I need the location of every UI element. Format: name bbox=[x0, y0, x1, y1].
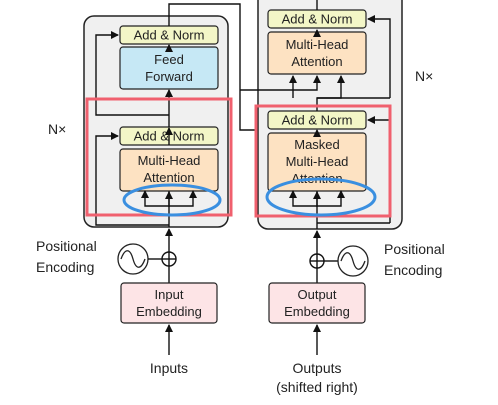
feed-forward-label-line1: Feed bbox=[154, 52, 184, 67]
outputs-label-line1: Outputs bbox=[292, 360, 341, 376]
decoder-add-norm-bottom-label: Add & Norm bbox=[282, 113, 353, 128]
decoder-repeat-label: N× bbox=[415, 68, 433, 84]
input-embedding-label-line2: Embedding bbox=[136, 304, 202, 319]
decoder-cross-attention-label-line1: Multi-Head bbox=[286, 37, 349, 52]
output-embedding-label-line1: Output bbox=[297, 287, 336, 302]
encoder-repeat-label: N× bbox=[48, 121, 66, 137]
decoder-highlight-ellipse bbox=[265, 177, 377, 217]
encoder-positional-encoding-icon bbox=[117, 243, 149, 275]
outputs-label-line2: (shifted right) bbox=[276, 379, 358, 395]
feed-forward-label-line2: Forward bbox=[145, 69, 193, 84]
input-embedding-box bbox=[120, 282, 218, 324]
encoder-attention-label-line2: Attention bbox=[143, 170, 194, 185]
encoder-positional-label-line1: Positional bbox=[36, 238, 97, 254]
inputs-label: Inputs bbox=[150, 360, 188, 376]
encoder-attention-label-line1: Multi-Head bbox=[138, 153, 201, 168]
decoder-positional-label-line2: Encoding bbox=[384, 262, 442, 278]
decoder-add-circle-icon bbox=[309, 253, 325, 269]
decoder-cross-attention-label-line2: Attention bbox=[291, 54, 342, 69]
encoder-add-circle-icon bbox=[161, 251, 177, 267]
masked-attention-label-line1: Masked bbox=[294, 137, 340, 152]
output-embedding-label-line2: Embedding bbox=[284, 304, 350, 319]
input-embedding-label-line1: Input bbox=[155, 287, 184, 302]
masked-attention-label-line2: Multi-Head bbox=[286, 154, 349, 169]
decoder-positional-label-line1: Positional bbox=[384, 241, 445, 257]
encoder-add-norm-top-label: Add & Norm bbox=[134, 28, 205, 43]
output-embedding-box bbox=[268, 282, 366, 324]
encoder-positional-label-line2: Encoding bbox=[36, 259, 94, 275]
decoder-positional-encoding-icon bbox=[337, 245, 369, 277]
encoder-highlight-ellipse bbox=[122, 183, 222, 217]
decoder-add-norm-top-label: Add & Norm bbox=[282, 12, 353, 27]
